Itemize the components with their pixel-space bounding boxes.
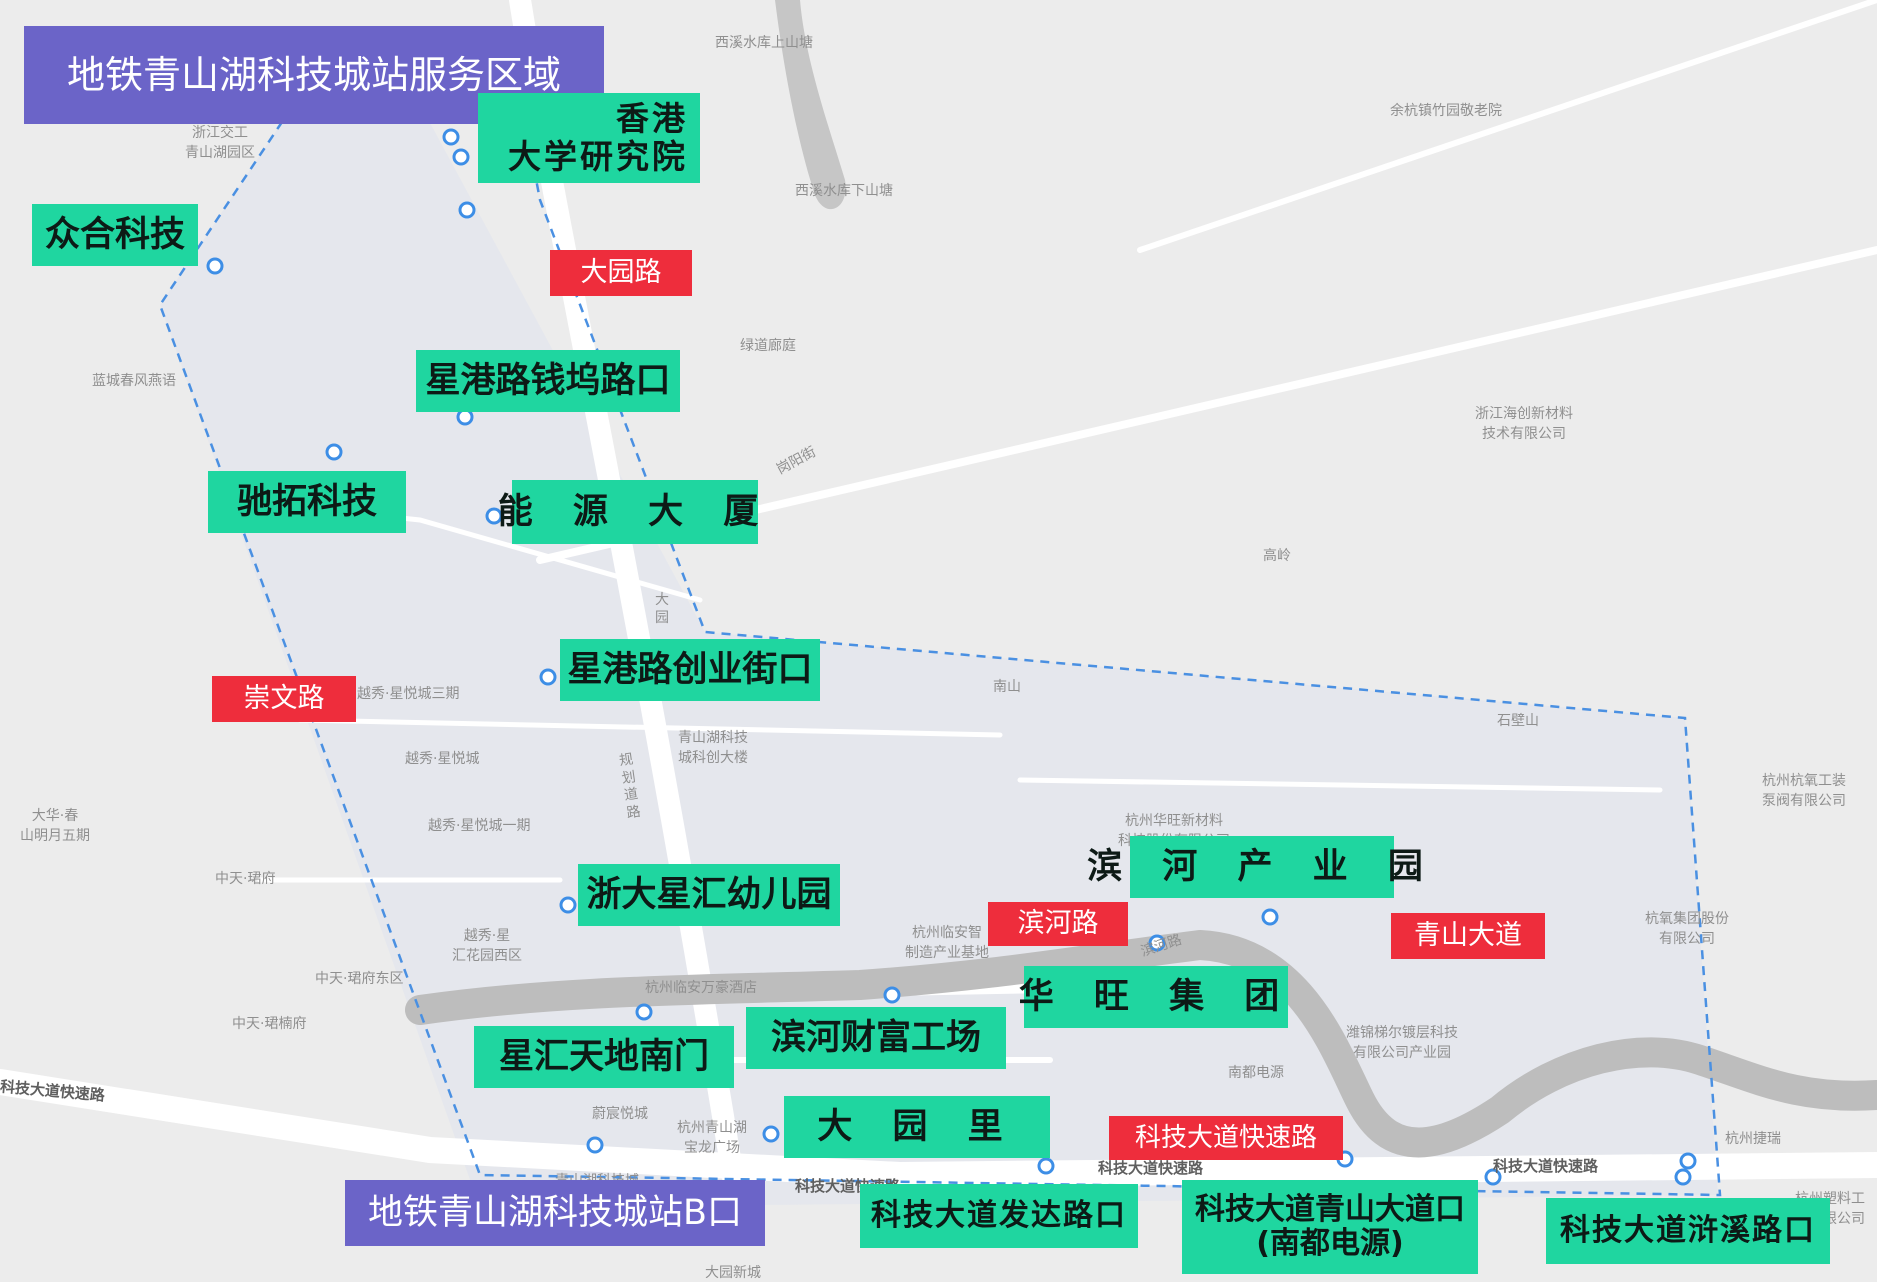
map-label-weiyuan: 蔚宸悦城 — [592, 1106, 648, 1122]
station-xinggang-qianwu[interactable]: 星港路钱坞路口 — [416, 350, 680, 412]
bus-stop-marker[interactable] — [586, 1136, 604, 1154]
bus-stop-marker[interactable] — [1037, 1157, 1055, 1175]
bus-stop-marker[interactable] — [762, 1125, 780, 1143]
station-xinghui-south[interactable]: 星汇天地南门 — [474, 1026, 734, 1088]
river — [405, 929, 1877, 1158]
station-keji-fada[interactable]: 科技大道发达路口 — [860, 1184, 1138, 1248]
bus-stop-marker[interactable] — [1261, 908, 1279, 926]
road-dayuan[interactable]: 大园路 — [550, 250, 692, 296]
station-binhe-caifu[interactable]: 滨河财富工场 — [746, 1007, 1006, 1069]
service-area-boundary — [158, 94, 1722, 1197]
road-keji-express[interactable]: 科技大道快速路 — [1109, 1116, 1343, 1160]
bus-stop-marker[interactable] — [883, 986, 901, 1004]
station-dayuanli[interactable]: 大 园 里 — [784, 1096, 1050, 1158]
bus-stop-marker[interactable] — [456, 408, 474, 426]
map-label-zhongtian-nan: 中天·珺楠府 — [232, 1016, 307, 1032]
service-area-title: 地铁青山湖科技城站服务区域 — [24, 26, 604, 124]
map-label-wanhao-hotel: 杭州临安万豪酒店 — [645, 980, 757, 996]
map-label-zhejiang-haichuang: 浙江海创新材料 技术有限公司 — [1475, 406, 1573, 442]
map-label-lancheng: 蓝城春风燕语 — [92, 373, 176, 389]
station-binhe-park[interactable]: 滨 河 产 业 园 — [1087, 836, 1423, 898]
map-label-expressway-right: 科技大道快速路 — [1493, 1157, 1599, 1175]
reservoir — [775, 0, 846, 210]
map-label-qingshanhu-innovation: 青山湖科技 城科创大楼 — [678, 730, 748, 766]
bus-stop-marker[interactable] — [1679, 1152, 1697, 1170]
map-label-yuexiu-phase1: 越秀·星悦城一期 — [428, 818, 531, 834]
bus-stop-marker[interactable] — [635, 1003, 653, 1021]
station-huawang[interactable]: 华 旺 集 团 — [1019, 966, 1288, 1028]
map-label-shibishan: 石壁山 — [1497, 713, 1539, 729]
map-label-hangzhou-oxygen: 杭州杭氧工装 泵阀有限公司 — [1762, 773, 1846, 809]
map-label-xixi-lower: 西溪水库下山塘 — [795, 183, 893, 199]
map-label-zhongtian-east: 中天·珺府东区 — [315, 971, 404, 987]
map-label-dayuan-vert: 大 园 — [655, 592, 669, 626]
map-label-lvdao: 绿道廊庭 — [740, 338, 796, 354]
map-label-baolong: 杭州青山湖 宝龙广场 — [677, 1120, 747, 1156]
map-label-nanshan: 南山 — [993, 679, 1021, 695]
map-label-nandu-power: 南都电源 — [1228, 1065, 1284, 1081]
bus-stop-marker[interactable] — [485, 507, 503, 525]
bus-stops — [206, 128, 1697, 1186]
map-label-yuexiu-phase3: 越秀·星悦城三期 — [357, 686, 460, 702]
station-keji-qingshan[interactable]: 科技大道青山大道口 (南都电源) — [1182, 1180, 1478, 1274]
map-label-gaoling: 高岭 — [1263, 548, 1291, 564]
map-label-tianjin-industry: 潍锦梯尔镀层科技 有限公司产业园 — [1346, 1025, 1458, 1061]
bus-stop-marker[interactable] — [1148, 934, 1166, 952]
bus-stop-marker[interactable] — [458, 201, 476, 219]
station-nengyuan[interactable]: 能 源 大 厦 — [498, 480, 758, 544]
map-label-dayuan-new: 大园新城 — [705, 1265, 761, 1281]
bus-stop-marker[interactable] — [325, 443, 343, 461]
road-qingshan[interactable]: 青山大道 — [1391, 913, 1545, 959]
station-chituo[interactable]: 驰拓科技 — [208, 471, 406, 533]
map-label-hangzhou-jieying: 杭州捷瑞 — [1725, 1131, 1781, 1147]
bus-stop-marker[interactable] — [442, 128, 460, 146]
map-label-yuexiu-huihua: 越秀·星 汇花园西区 — [452, 928, 522, 964]
subway-exit-label[interactable]: 地铁青山湖科技城站B口 — [345, 1180, 765, 1246]
station-keji-xuxi[interactable]: 科技大道浒溪路口 — [1546, 1198, 1830, 1264]
map-label-xixi-upper: 西溪水库上山塘 — [715, 35, 813, 51]
station-zheda-kindergarten[interactable]: 浙大星汇幼儿园 — [578, 864, 840, 926]
bus-stop-marker[interactable] — [559, 896, 577, 914]
road-binhe[interactable]: 滨河路 — [988, 902, 1128, 946]
road-chongwen[interactable]: 崇文路 — [212, 676, 356, 722]
map-label-yuhang-home: 余杭镇竹园敬老院 — [1390, 103, 1502, 119]
bus-stop-marker[interactable] — [206, 257, 224, 275]
map-label-dahua: 大华·春 山明月五期 — [20, 808, 90, 844]
map-label-zhongtian: 中天·珺府 — [215, 871, 276, 887]
map-label-yuexiu: 越秀·星悦城 — [405, 751, 480, 767]
station-hkust[interactable]: 香港 大学研究院 — [478, 93, 700, 183]
bus-stop-marker[interactable] — [1484, 1168, 1502, 1186]
bus-stop-marker[interactable] — [539, 668, 557, 686]
map-label-linan-industry: 杭州临安智 制造产业基地 — [905, 925, 989, 961]
map-label-hangao-group: 杭氧集团股份 有限公司 — [1645, 911, 1729, 947]
bus-stop-marker[interactable] — [452, 148, 470, 166]
station-xinggang-chuangye[interactable]: 星港路创业街口 — [560, 639, 820, 701]
bus-stop-marker[interactable] — [1674, 1168, 1692, 1186]
map-label-zhejiang-jiaoyu: 浙江交工 青山湖园区 — [185, 125, 255, 161]
station-zhonghe[interactable]: 众合科技 — [32, 204, 198, 266]
map-label-expressway-center: 科技大道快速路 — [1098, 1159, 1204, 1177]
